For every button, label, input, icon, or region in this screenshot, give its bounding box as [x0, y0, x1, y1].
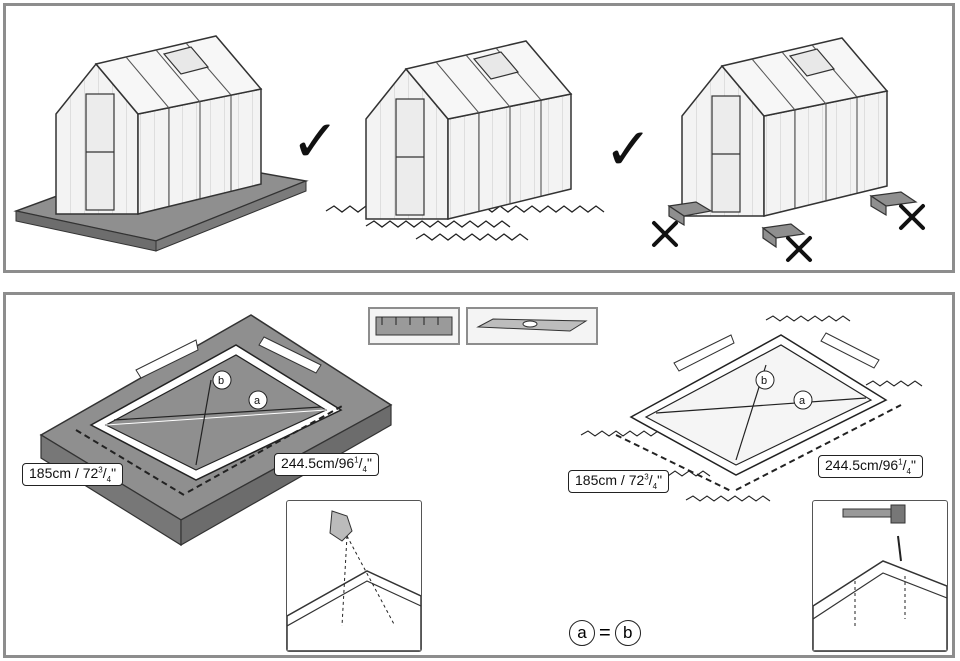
- level-icon: [476, 318, 588, 332]
- greenhouse-on-blocks-icon: [681, 37, 888, 217]
- foundation-options-panel: ✓ ✓: [3, 3, 955, 273]
- length-dimension-label: 244.5cm/961/4": [818, 455, 923, 478]
- length-dimension-label: 244.5cm/961/4": [274, 453, 379, 476]
- width-dimension-label: 185cm / 723/4": [568, 470, 670, 493]
- hammer-icon: [813, 504, 947, 651]
- diagonal-a-marker: [248, 390, 268, 410]
- ruler-icon: [375, 316, 453, 336]
- support-block-icon: [667, 191, 918, 249]
- foundation-options-illustration: ✓ ✓: [13, 35, 925, 262]
- diagonal-a-marker: [793, 390, 813, 410]
- diagonal-equality-equation: a = b: [569, 620, 641, 646]
- width-dimension-label: 185cm / 723/4": [22, 463, 124, 486]
- diagonal-b-label: b: [761, 375, 767, 387]
- greenhouse-on-slab-icon: [55, 35, 262, 215]
- diagonal-b-label: b: [218, 375, 224, 387]
- diagonal-a-label: a: [799, 395, 806, 407]
- checkmark-icon: ✓: [604, 115, 653, 183]
- base-frame-illustration: b a b a: [39, 314, 923, 547]
- diagonal-a-label: a: [254, 395, 261, 407]
- diagonal-b-symbol: b: [614, 620, 641, 646]
- hammer-stake-detail: [812, 500, 948, 652]
- diagonal-b-marker: [755, 370, 775, 390]
- greenhouse-on-ground-icon: [365, 40, 572, 220]
- checkmark-icon: ✓: [291, 107, 340, 175]
- drill-icon: [287, 510, 421, 651]
- diagonal-a-symbol: a: [569, 620, 595, 646]
- spirit-level-icon: [466, 307, 598, 345]
- tape-measure-icon: [368, 307, 460, 345]
- equals-sign: =: [599, 621, 611, 644]
- cross-icon: [652, 204, 925, 262]
- base-installation-panel: b a b a 185cm / 723/4" 244.5cm/961/4" 18…: [3, 292, 955, 658]
- drill-anchor-detail: [286, 500, 422, 652]
- diagonal-b-marker: [212, 370, 232, 390]
